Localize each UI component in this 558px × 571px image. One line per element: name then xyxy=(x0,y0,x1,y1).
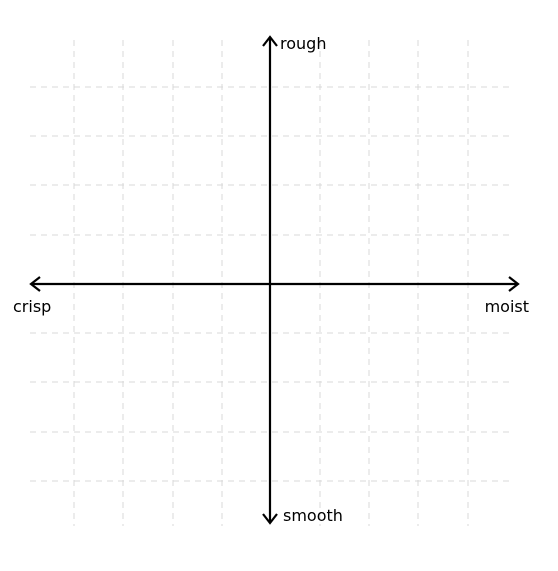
label-left: crisp xyxy=(13,297,51,316)
axes xyxy=(29,35,520,525)
label-bottom: smooth xyxy=(283,506,343,525)
arrowhead-down-icon xyxy=(262,513,278,525)
label-right: moist xyxy=(485,297,529,316)
arrowhead-right-icon xyxy=(508,276,520,292)
arrowhead-left-icon xyxy=(29,276,41,292)
label-top: rough xyxy=(280,34,326,53)
arrowhead-up-icon xyxy=(262,35,278,47)
